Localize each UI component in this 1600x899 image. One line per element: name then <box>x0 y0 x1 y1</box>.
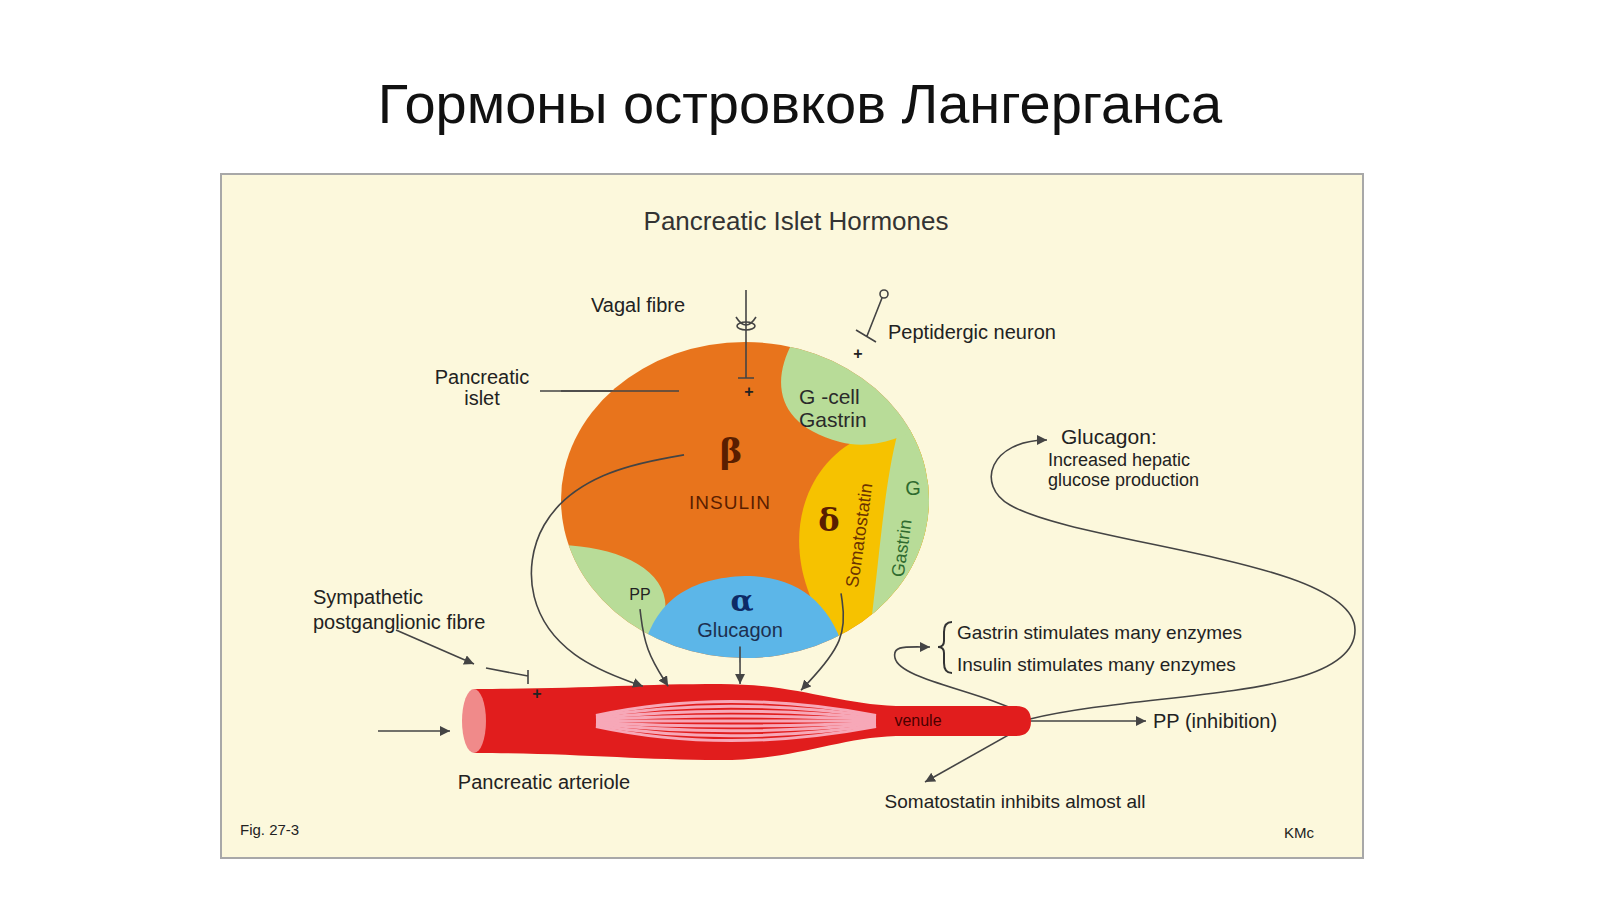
nerve-label: Vagal fibre <box>591 294 685 317</box>
nerve-ending <box>561 342 754 391</box>
text-slot: G <box>905 477 922 500</box>
text-slot: β <box>720 432 744 471</box>
effect-arrow <box>991 440 1355 719</box>
hormone-name: INSULIN <box>689 492 771 514</box>
hormone-effect: Insulin stimulates many enzymes <box>957 654 1236 676</box>
label-slot: KMc <box>1284 824 1315 842</box>
brace <box>938 622 952 673</box>
vessel-opening <box>462 689 486 753</box>
hormone-effect: Glucagon: <box>1061 425 1157 449</box>
sympathetic-fibre <box>486 668 528 684</box>
pancreatic-vessel: venule <box>456 684 1031 762</box>
synapse-symbol <box>736 317 756 325</box>
beta-region-fill <box>561 342 929 658</box>
text-slot: Pancreatic islet <box>422 367 543 409</box>
label-slot: Insulin stimulates many enzymes <box>957 654 1237 676</box>
hormone-effect: PP (inhibition) <box>1153 710 1277 733</box>
blood-inflow-arrow <box>378 730 450 732</box>
hormone-effect: Increased hepatic glucose production <box>1048 451 1248 491</box>
g-cell-region: G -cell Gastrin <box>794 380 890 436</box>
secretion-arrow <box>739 647 741 685</box>
effect-arrow <box>1031 720 1146 722</box>
g-cell-fill <box>781 342 929 445</box>
peptidergic-neuron <box>856 298 882 342</box>
smooth-muscle-stripe <box>596 727 876 741</box>
label-slot: PP (inhibition) <box>1153 710 1279 733</box>
excitation-sign: + <box>744 383 753 401</box>
label-slot: Sympathetic postganglionic fibre <box>313 585 489 635</box>
pp-region-fill <box>561 545 665 658</box>
label-slot: Increased hepatic glucose production <box>1048 451 1249 491</box>
label-slot: Glucagon: <box>1061 425 1158 449</box>
label-slot: + <box>853 345 864 363</box>
label-slot: + <box>532 685 543 703</box>
label-slot: Somatostatin inhibits almost all <box>885 791 1147 813</box>
nerve-label: Peptidergic neuron <box>888 321 1056 344</box>
hormone-name: G -cell Gastrin <box>799 385 885 431</box>
slide-title-slot: Гормоны островков Лангерганса <box>0 72 1600 136</box>
text-slot: PP <box>629 586 652 604</box>
vessel-body <box>474 684 1031 760</box>
text-slot: venule <box>894 712 943 730</box>
label-slot: Vagal fibre <box>591 294 687 317</box>
g-strip-fill <box>872 420 929 640</box>
synapse-symbol <box>737 322 755 330</box>
figure-number: Fig. 27-3 <box>240 821 299 838</box>
label-slot: Pancreatic Islet Hormones <box>644 207 950 237</box>
vessel-label: venule <box>894 712 941 730</box>
cell-type-symbol: G <box>905 477 921 500</box>
alpha-region-fill <box>640 576 848 658</box>
cell-type-symbol: β <box>720 432 743 471</box>
neuron-soma <box>880 290 888 298</box>
leader-arrow <box>396 630 474 664</box>
smooth-muscle-stripe <box>596 716 876 720</box>
text-slot: G -cell Gastrin <box>799 385 886 431</box>
vessel-shape <box>456 684 1031 762</box>
smooth-muscle-stripe <box>596 722 876 726</box>
hormone-effect: Gastrin stimulates many enzymes <box>957 622 1242 644</box>
label-slot: Pancreatic arteriole <box>458 771 632 794</box>
label-slot: Gastrin stimulates many enzymes <box>957 622 1244 644</box>
islet-label: Pancreatic islet <box>422 367 542 409</box>
text-slot: INSULIN <box>689 492 772 514</box>
text-slot: Glucagon <box>697 619 784 642</box>
text-slot: δ <box>818 502 841 539</box>
author-initials: KMc <box>1284 824 1314 841</box>
excitation-sign: + <box>532 685 541 703</box>
smooth-muscle-stripe <box>596 720 876 723</box>
figure-title: Pancreatic Islet Hormones <box>644 207 949 237</box>
hormone-name: Glucagon <box>697 619 783 642</box>
nerve-label: Sympathetic postganglionic fibre <box>313 585 488 635</box>
label-slot: Peptidergic neuron <box>888 321 1057 344</box>
cell-type-symbol: δ <box>818 502 839 539</box>
label-slot: Fig. 27-3 <box>240 821 301 839</box>
figure-frame <box>221 174 1363 858</box>
excitation-sign: + <box>853 345 862 363</box>
hormone-effect: Somatostatin inhibits almost all <box>885 791 1146 813</box>
label-slot: + <box>744 383 755 401</box>
slide-title: Гормоны островков Лангерганса <box>378 72 1222 136</box>
text-slot: α <box>730 584 755 619</box>
cell-type-symbol: PP <box>629 586 650 604</box>
vessel-label: Pancreatic arteriole <box>458 771 630 794</box>
cell-type-symbol: α <box>730 584 753 619</box>
